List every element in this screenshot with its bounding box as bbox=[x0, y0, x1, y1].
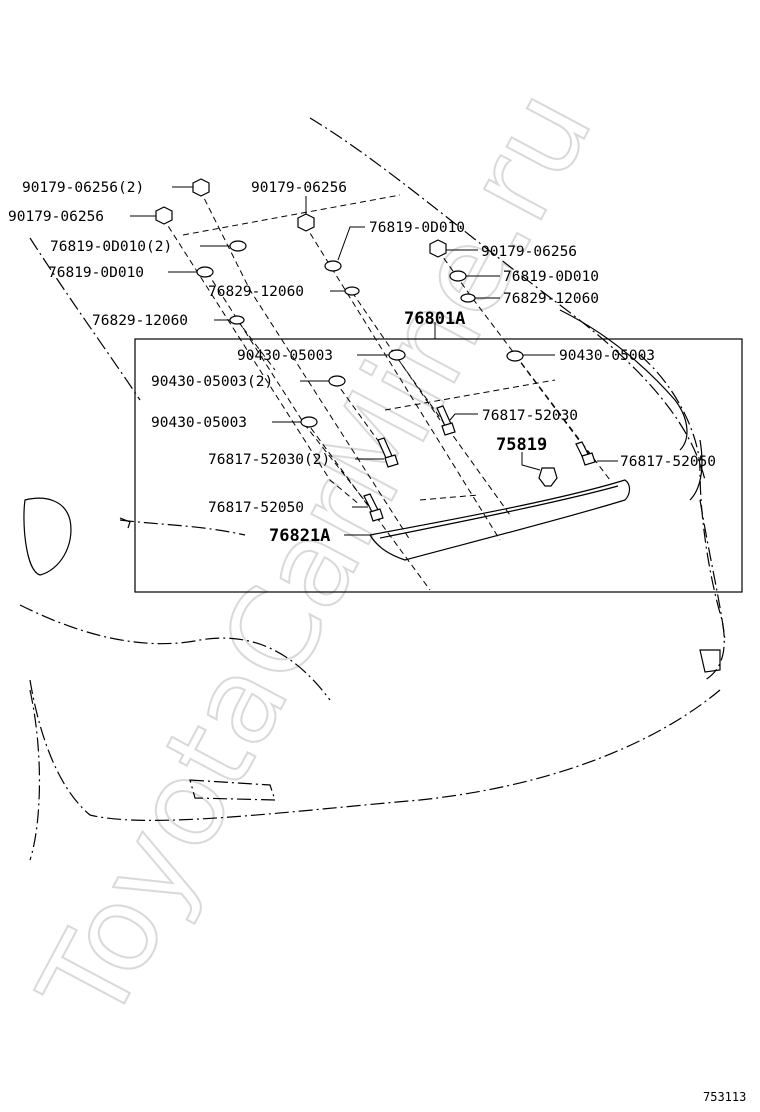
part-label: 76829-12060 bbox=[503, 291, 599, 307]
part-label: 76829-12060 bbox=[208, 284, 304, 300]
part-label: 76819-0D010 bbox=[48, 265, 144, 281]
part-label: 76819-0D010 bbox=[503, 269, 599, 285]
part-label: 90179-06256 bbox=[481, 244, 577, 260]
assembly-label-spoiler: 76821A bbox=[269, 526, 330, 546]
assembly-label-main: 76801A bbox=[404, 309, 465, 329]
part-label: 90430-05003 bbox=[559, 348, 655, 364]
part-label: 90179-06256 bbox=[251, 180, 347, 196]
part-number-labels: 90179-06256(2) 90179-06256 90179-06256 7… bbox=[8, 180, 716, 516]
part-label: 76819-0D010(2) bbox=[50, 239, 172, 255]
part-label: 76817-52030 bbox=[482, 408, 578, 424]
part-label: 76817-52030(2) bbox=[208, 452, 330, 468]
diagram-id: 753113 bbox=[703, 1090, 746, 1104]
leader-lines bbox=[130, 186, 618, 536]
assembly-label-emblem: 75819 bbox=[496, 435, 547, 455]
part-label: 90430-05003 bbox=[237, 348, 333, 364]
part-label: 76829-12060 bbox=[92, 313, 188, 329]
car-body-outline bbox=[19, 117, 726, 861]
part-label: 76817-52050 bbox=[620, 454, 716, 470]
part-label: 90430-05003 bbox=[151, 415, 247, 431]
fastener-parts bbox=[155, 178, 596, 522]
detail-frame bbox=[134, 338, 743, 593]
part-label: 76819-0D010 bbox=[369, 220, 465, 236]
part-label: 76817-52050 bbox=[208, 500, 304, 516]
part-label: 90179-06256 bbox=[8, 209, 104, 225]
part-label: 90430-05003(2) bbox=[151, 374, 273, 390]
part-label: 90179-06256(2) bbox=[22, 180, 144, 196]
window-outline bbox=[23, 309, 721, 673]
